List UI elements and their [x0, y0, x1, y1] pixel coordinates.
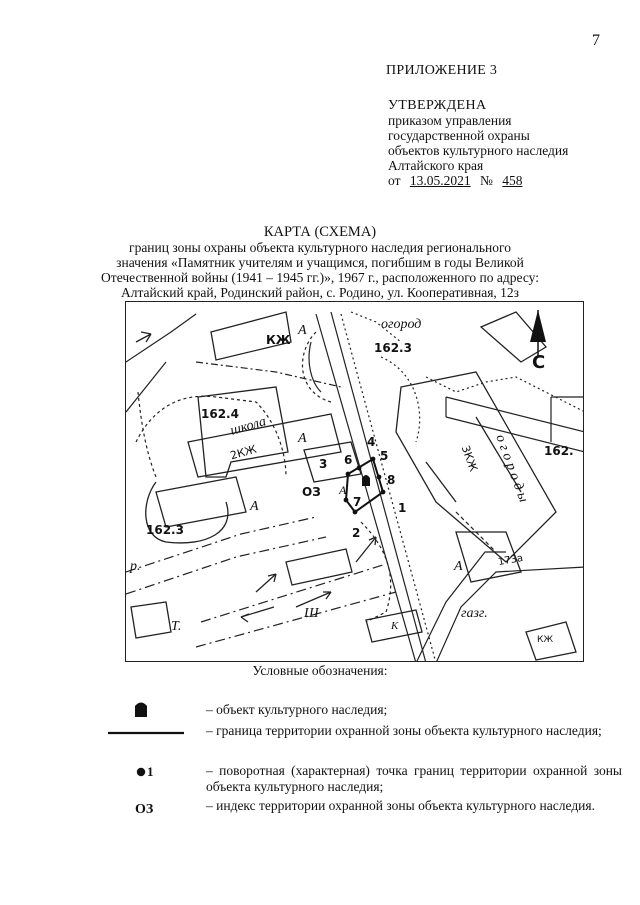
- title-line-4: Отечественной войны (1941 – 1945 гг.)», …: [101, 270, 539, 285]
- map-label-point-2: 2: [352, 526, 361, 540]
- map-label-sh: Ш: [304, 606, 319, 621]
- number-prefix: №: [479, 173, 493, 188]
- zone-index-symbol: ОЗ: [135, 802, 154, 817]
- approved-line-3: объектов культурного наследия: [388, 143, 569, 158]
- boundary-line-icon: [108, 731, 184, 735]
- heritage-object-marker: [362, 475, 370, 486]
- turning-point-icon: [136, 767, 146, 777]
- map-label-point-3: 3: [319, 457, 328, 471]
- map-label-oz: ОЗ: [302, 485, 321, 499]
- map-label-a1: А: [298, 323, 307, 338]
- title-line-1: КАРТА (СХЕМА): [263, 224, 377, 240]
- map-label-k: К: [391, 620, 399, 632]
- page-number: 7: [592, 32, 600, 49]
- order-number: 458: [502, 173, 523, 188]
- heritage-object-icon: [135, 702, 147, 717]
- date-prefix: от: [388, 173, 401, 188]
- map-title: КАРТА (СХЕМА) границ зоны охраны объекта…: [0, 224, 640, 301]
- protection-zone-boundary: [344, 457, 385, 514]
- approved-heading: УТВЕРЖДЕНА: [388, 98, 487, 113]
- map-label-point-7: 7: [353, 495, 362, 509]
- map-label-point-1: 1: [398, 501, 407, 515]
- legend-title: Условные обозначения:: [252, 663, 388, 678]
- legend-text-heritage: – объект культурного наследия;: [206, 702, 388, 717]
- appendix-label: ПРИЛОЖЕНИЕ 3: [386, 63, 498, 78]
- turning-point-symbol-number: 1: [147, 764, 154, 779]
- approved-line-2: государственной охраны: [388, 128, 530, 143]
- map-drawing: [126, 310, 583, 661]
- title-line-3: значения «Памятник учителям и учащимся, …: [116, 255, 524, 270]
- turning-points: [343, 456, 386, 515]
- map-label-height-162-3-top: 162.3: [374, 341, 412, 355]
- map-label-a5: А: [454, 559, 463, 574]
- title-line-2: границ зоны охраны объекта культурного н…: [129, 240, 511, 255]
- title-line-5: Алтайский край, Родинский район, с. Роди…: [120, 285, 520, 300]
- map-label-t: Т.: [171, 619, 182, 634]
- legend-text-turning-point: – поворотная (характерная) точка границ …: [206, 763, 622, 794]
- map-label-a4: А: [250, 499, 259, 514]
- approved-line-1: приказом управления: [388, 113, 512, 128]
- approved-line-4: Алтайского края: [388, 158, 484, 173]
- map-label-a2: А: [298, 431, 307, 446]
- map-label-gazg: газг.: [461, 606, 488, 621]
- map-label-height-162-3-left: 162.3: [146, 523, 184, 537]
- map-label-point-6: 6: [344, 453, 353, 467]
- legend-text-zone-index: – индекс территории охранной зоны объект…: [206, 798, 595, 813]
- map-label-height-162-right: 162.: [544, 444, 574, 458]
- map-label-a3: А: [339, 483, 347, 497]
- approval-block: УТВЕРЖДЕНА приказом управления государст…: [388, 98, 568, 188]
- map-label-r: р.: [130, 559, 141, 574]
- map-label-point-8: 8: [387, 473, 396, 487]
- legend-text-boundary: – граница территории охранной зоны объек…: [206, 723, 602, 738]
- approval-date: 13.05.2021: [409, 173, 471, 188]
- map-label-kzh: КЖ: [266, 333, 291, 347]
- map-label-height-162-4: 162.4: [201, 407, 239, 421]
- map-label-point-4: 4: [367, 435, 376, 449]
- approval-date-line: от 13.05.2021 № 458: [388, 173, 568, 188]
- map-label-point-5: 5: [380, 449, 389, 463]
- site-map: КЖ А огород 162.3 С 162.4 школа 2КЖ А 3К…: [125, 301, 584, 662]
- map-label-kzh-right: КЖ: [537, 635, 554, 645]
- map-label-north: С: [532, 352, 546, 373]
- map-label-ogorod: огород: [381, 317, 422, 332]
